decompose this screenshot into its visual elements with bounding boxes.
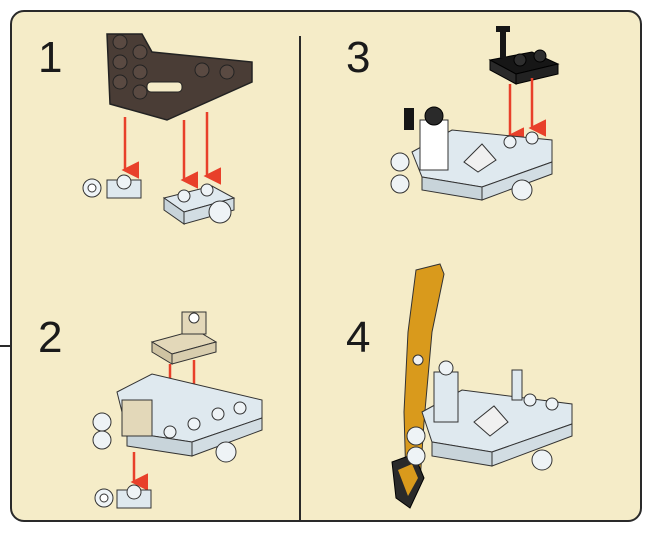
step-number-1: 1: [38, 33, 63, 82]
black-bar-plate-icon: [488, 26, 560, 85]
step-4-illustration: [391, 263, 573, 509]
dark-wedge-plate-icon: [106, 33, 253, 121]
tan-clip-plate-icon: [150, 311, 218, 365]
margin-tick: [0, 345, 12, 347]
step-number-2: 2: [38, 313, 63, 362]
wheel-plate-icon: [162, 183, 236, 225]
step-number-3: 3: [346, 33, 371, 82]
instruction-panel: 1 3 2 4: [10, 10, 642, 522]
base-assembly-icon: [92, 373, 263, 463]
clip-plate-icon: [94, 484, 152, 509]
base-assembly-icon: [390, 106, 553, 201]
step-2-illustration: [92, 311, 263, 509]
step-3-illustration: [390, 26, 560, 201]
column-divider: [299, 36, 301, 520]
base-assembly-icon: [406, 360, 573, 471]
step-number-4: 4: [346, 313, 371, 362]
step-1-illustration: [82, 33, 253, 225]
clip-plate-icon: [82, 174, 142, 199]
build-illustrations: [82, 26, 573, 509]
